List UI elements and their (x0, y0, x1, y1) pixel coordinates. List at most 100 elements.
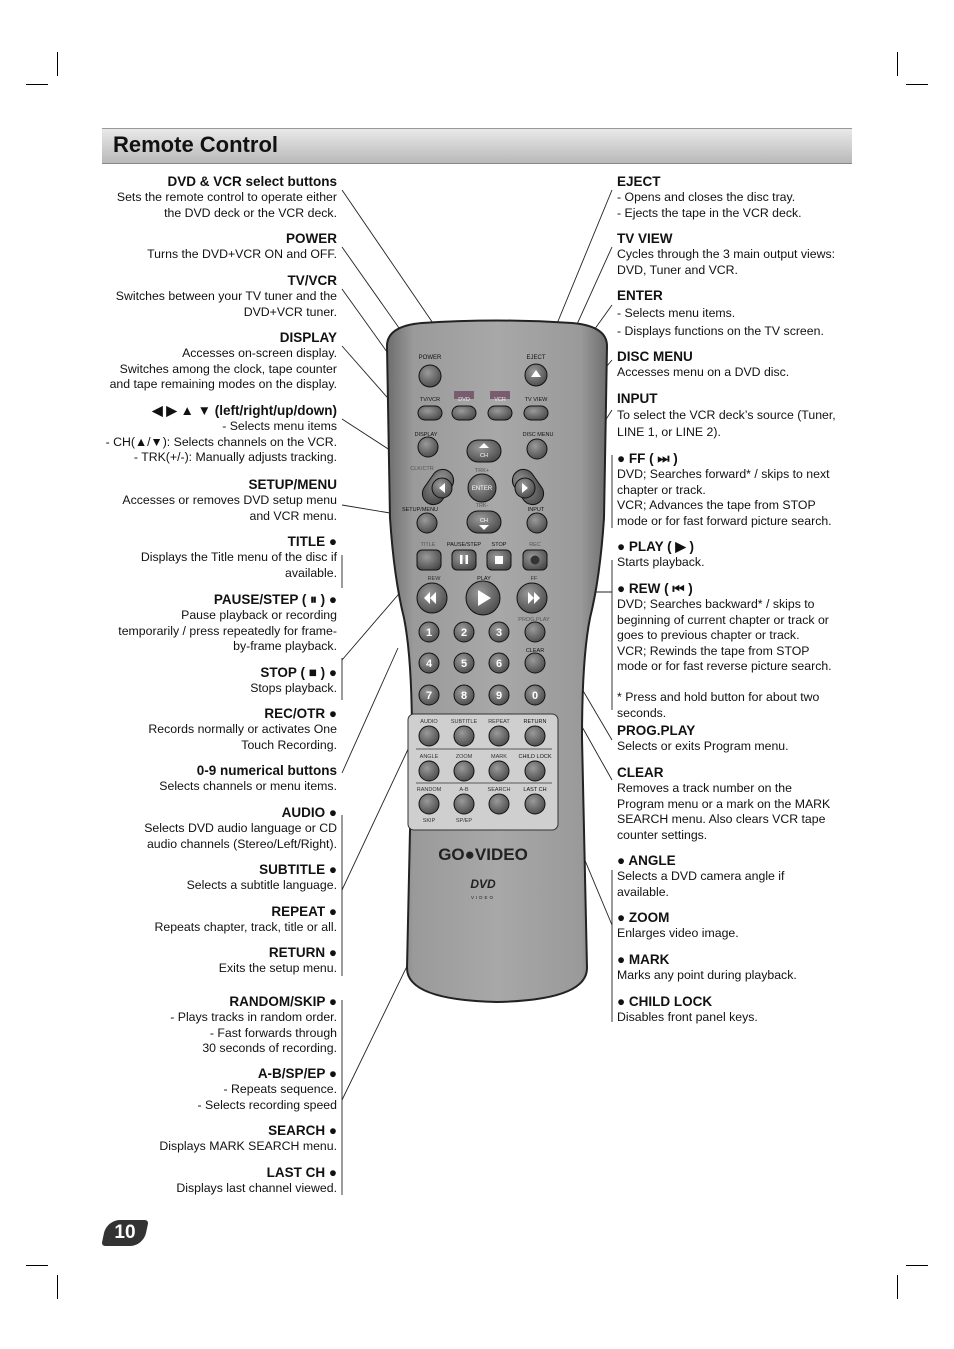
entry-pause-step: PAUSE/STEP ( ⏸ ) ●Pause playback or reco… (94, 592, 337, 655)
tv-vcr-button[interactable] (417, 405, 443, 421)
entry-rec-otr: REC/OTR ●Records normally or activates O… (94, 706, 337, 753)
ch-up-label: CH (480, 453, 488, 459)
entry-description: - Selects menu items. - Displays functio… (617, 306, 824, 338)
clear-button[interactable] (524, 652, 546, 674)
digit-label: 6 (496, 658, 502, 670)
digit-5-button[interactable] (453, 652, 475, 674)
entry-heading: SETUP/MENU (248, 477, 337, 492)
audio-button[interactable] (418, 725, 440, 747)
eject-label: EJECT (526, 355, 545, 361)
ab-sp-ep-button[interactable] (453, 793, 475, 815)
ch-down-button[interactable] (466, 510, 502, 534)
digit-label: 4 (426, 658, 433, 670)
digit-8-button[interactable] (453, 684, 475, 706)
disc-menu-button[interactable] (526, 438, 548, 460)
input-button[interactable] (526, 512, 548, 534)
entry-audio: AUDIO ●Selects DVD audio language or CD … (94, 805, 337, 852)
title-bar: Remote Control (102, 128, 852, 164)
entry-heading: TV VIEW (617, 231, 673, 246)
ch-down-icon (479, 525, 489, 530)
right-arrow-icon (522, 483, 528, 493)
entry-heading: LAST CH ● (266, 1165, 337, 1180)
repeat-button[interactable] (488, 725, 510, 747)
pause-step-label: PAUSE/STEP (447, 542, 481, 548)
digit-0-button[interactable] (524, 684, 546, 706)
entry-heading: ● FF ( ⏭ ) (617, 451, 678, 466)
entry-description: Records normally or activates One Touch … (148, 722, 337, 752)
digit-6-button[interactable] (488, 652, 510, 674)
page-title: Remote Control (113, 132, 278, 157)
brand-logo: GO●VIDEO (438, 845, 528, 864)
digit-1-button[interactable] (418, 621, 440, 643)
display-button[interactable] (417, 436, 439, 458)
title-button[interactable] (416, 549, 442, 571)
enter-button[interactable] (467, 473, 497, 503)
angle-button[interactable] (418, 760, 440, 782)
entry-heading: REPEAT ● (271, 904, 337, 919)
dvd-function-panel (407, 713, 559, 831)
ff-label: FF (531, 576, 538, 582)
pause-icon (460, 555, 463, 564)
crop-mark (897, 1275, 898, 1299)
zoom-label: ZOOM (456, 754, 473, 760)
entry-heading: DISC MENU (617, 349, 693, 364)
zoom-button[interactable] (453, 760, 475, 782)
entry-description: Starts playback. (617, 555, 705, 569)
crop-mark (897, 52, 898, 76)
rec-label: REC (529, 542, 541, 548)
entry-heading: EJECT (617, 174, 661, 189)
digit-3-button[interactable] (488, 621, 510, 643)
random-skip-button[interactable] (418, 793, 440, 815)
play-icon (478, 590, 491, 606)
entry-description: - Repeats sequence. - Selects recording … (197, 1082, 337, 1112)
digit-9-button[interactable] (488, 684, 510, 706)
setup-menu-button[interactable] (416, 512, 438, 534)
eject-icon (531, 370, 541, 377)
entry-heading: ● PLAY ( ▶ ) (617, 539, 695, 554)
digit-4-button[interactable] (418, 652, 440, 674)
ab-label: A-B (459, 787, 469, 793)
digit-label: 0 (532, 690, 538, 702)
child-lock-button[interactable] (524, 760, 546, 782)
search-button[interactable] (488, 793, 510, 815)
prog-play-button[interactable] (524, 621, 546, 643)
pause-step-button[interactable] (451, 549, 477, 571)
digit-label: 7 (426, 690, 432, 702)
entry-heading: 0-9 numerical buttons (196, 763, 337, 778)
entry-description: Displays MARK SEARCH menu. (159, 1139, 337, 1153)
digit-2-button[interactable] (453, 621, 475, 643)
trk-plus-label: TRK+ (475, 468, 489, 474)
dvd-button[interactable] (451, 405, 477, 421)
subtitle-label: SUBTITLE (451, 719, 478, 725)
mark-button[interactable] (488, 760, 510, 782)
last-ch-button[interactable] (524, 793, 546, 815)
ff-icon (528, 592, 534, 604)
video-logo-text: VIDEO (471, 895, 495, 900)
subtitle-button[interactable] (453, 725, 475, 747)
entry-heading: SUBTITLE ● (259, 862, 337, 877)
ch-up-button[interactable] (466, 439, 502, 463)
return-button[interactable] (524, 725, 546, 747)
entry-ab-sp-ep: A-B/SP/EP ●- Repeats sequence. - Selects… (94, 1066, 337, 1113)
vcr-button[interactable] (487, 405, 513, 421)
tv-view-button[interactable] (523, 405, 549, 421)
entry-description: Selects DVD audio language or CD audio c… (144, 821, 337, 851)
power-button[interactable] (418, 364, 442, 388)
random-label: RANDOM (417, 787, 442, 793)
digit-7-button[interactable] (418, 684, 440, 706)
crop-mark (906, 84, 928, 85)
number-pad: 1 2 3 4 5 6 7 8 9 0 (418, 621, 546, 706)
entry-heading: ● ZOOM (617, 910, 670, 925)
entry-description: DVD; Searches forward* / skips to next c… (617, 467, 832, 528)
repeat-label: REPEAT (488, 719, 510, 725)
entry-heading: ● CHILD LOCK (617, 994, 713, 1009)
